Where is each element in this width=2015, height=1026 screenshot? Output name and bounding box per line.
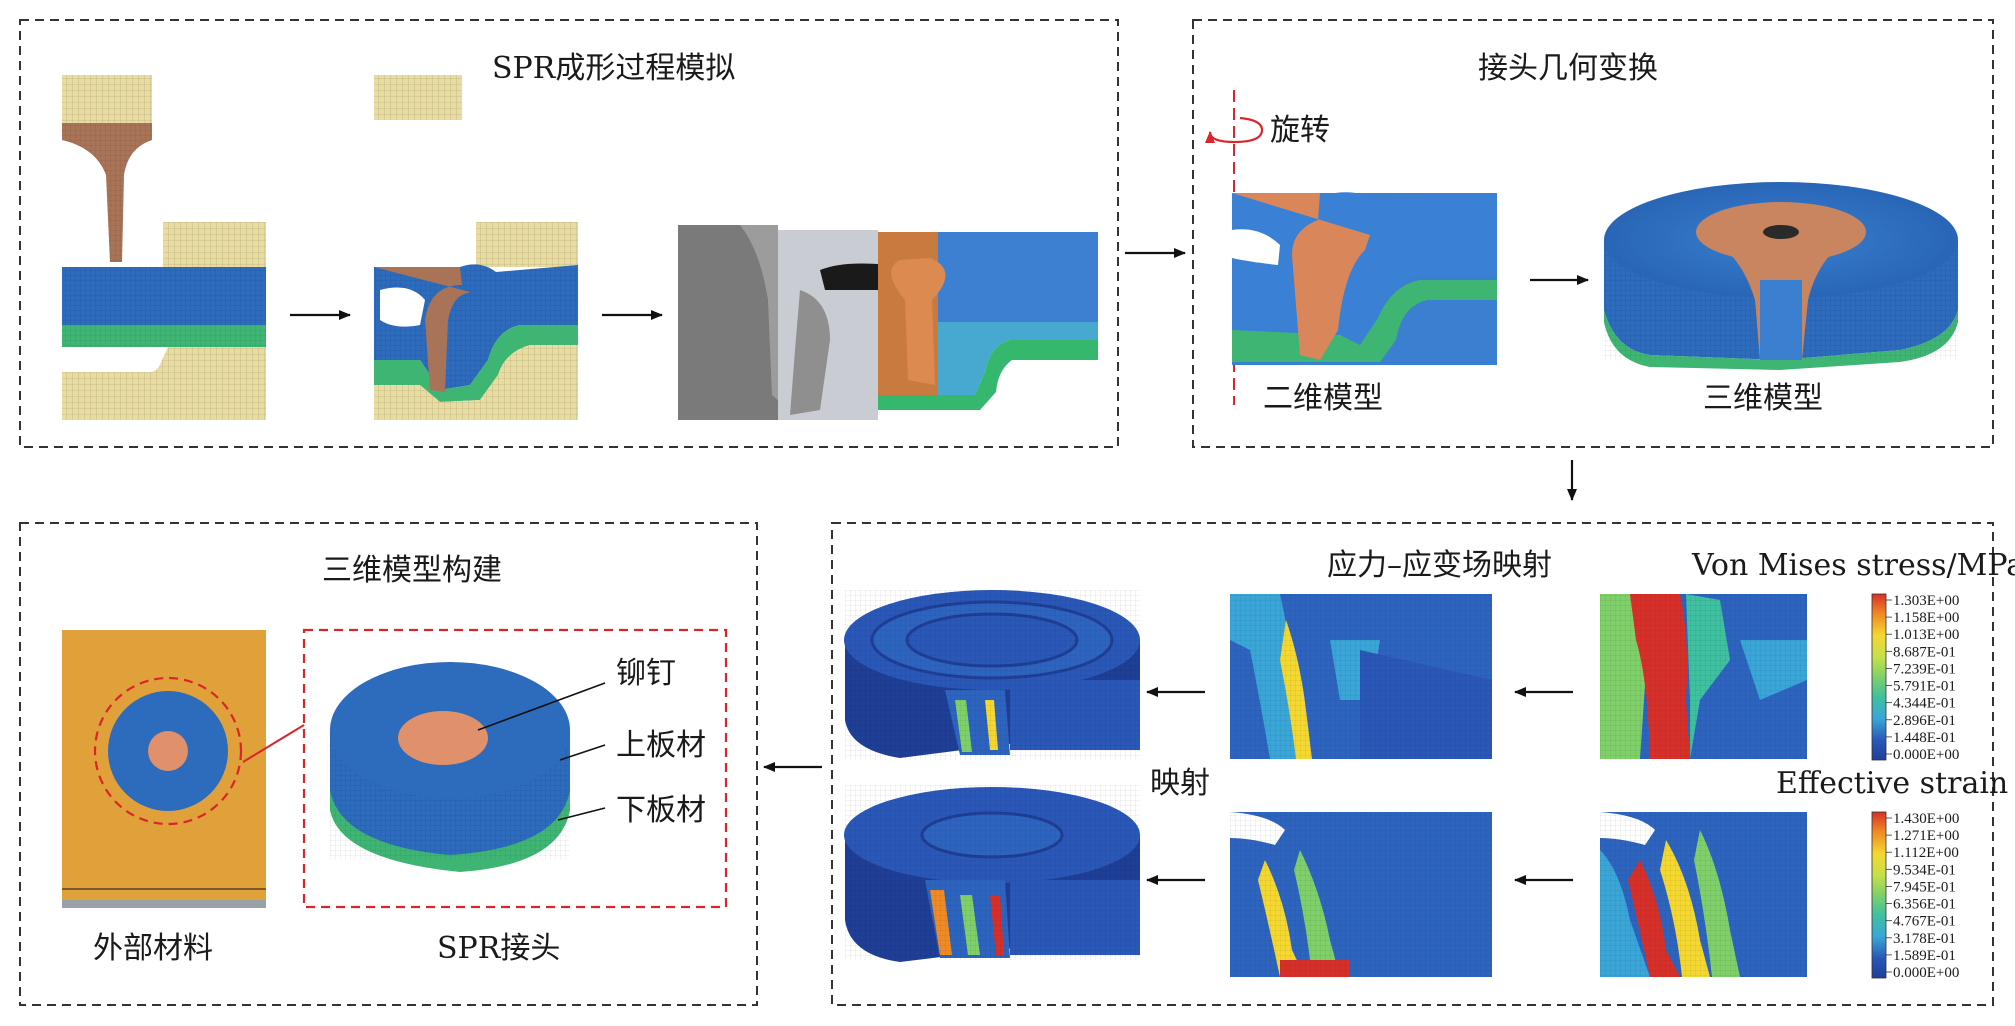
strain-colorbar-tick-label: 7.945E-01 bbox=[1893, 879, 1956, 895]
strain-colorbar-tick-label: 1.112E+00 bbox=[1893, 845, 1959, 861]
panel-mapping-border bbox=[831, 522, 1994, 1006]
stress-2d-mapped-contour bbox=[1230, 594, 1492, 759]
joint-zoom-box bbox=[302, 628, 728, 909]
panel-stress-strain-mapping: 应力–应变场映射 Von Mises stress/MPa Effective … bbox=[831, 522, 2015, 1006]
strain-3d-mapped-model bbox=[844, 785, 1140, 962]
forming-stage-piercing bbox=[374, 75, 578, 420]
stress-colorbar-tick-label: 1.013E+00 bbox=[1893, 627, 1959, 643]
stress-colorbar-tick-label: 5.791E-01 bbox=[1893, 679, 1956, 695]
zoom-connector bbox=[242, 724, 305, 763]
strain-colorbar-tick-label: 4.767E-01 bbox=[1893, 914, 1956, 930]
forming-stage-final-comparison bbox=[678, 225, 1098, 420]
panel-model-build-border bbox=[19, 522, 758, 1006]
strain-2d-mapped-contour bbox=[1230, 812, 1492, 977]
stress-colorbar-tick-label: 7.239E-01 bbox=[1893, 661, 1956, 677]
outer-material-label: 外部材料 bbox=[93, 931, 213, 966]
model-2d-graphic bbox=[1232, 192, 1497, 365]
stress-colorbar-tick-label: 1.448E-01 bbox=[1893, 730, 1956, 746]
strain-colorbar-tick-label: 3.178E-01 bbox=[1893, 931, 1956, 947]
panel-spr-forming: SPR成形过程模拟 bbox=[19, 19, 1119, 448]
stress-legend-title: Von Mises stress/MPa bbox=[1691, 548, 2015, 583]
stress-2d-source-contour bbox=[1600, 594, 1807, 759]
spr-joint-label: SPR接头 bbox=[437, 931, 560, 966]
lower-sheet-label: 下板材 bbox=[616, 793, 706, 828]
model-3d-label: 三维模型 bbox=[1703, 381, 1823, 416]
panel-model-build-title: 三维模型构建 bbox=[322, 553, 502, 588]
mapping-label: 映射 bbox=[1150, 766, 1210, 801]
panel-geometry-transform: 接头几何变换 旋转 二维模型 三维模型 bbox=[1192, 19, 1994, 448]
model-2d-label: 二维模型 bbox=[1263, 381, 1383, 416]
strain-colorbar-tick-label: 9.534E-01 bbox=[1893, 862, 1956, 878]
stress-colorbar-tick-label: 1.158E+00 bbox=[1893, 610, 1959, 626]
forming-stage-initial bbox=[62, 75, 266, 420]
upper-sheet-leader-line bbox=[559, 744, 606, 761]
strain-colorbar: 1.430E+001.271E+001.112E+009.534E-017.94… bbox=[1871, 811, 1959, 981]
stress-colorbar-tick-label: 4.344E-01 bbox=[1893, 696, 1956, 712]
stress-colorbar-tick-label: 0.000E+00 bbox=[1893, 747, 1959, 763]
rotation-arrow-icon bbox=[1205, 116, 1264, 144]
lower-sheet-leader-line bbox=[557, 807, 606, 821]
stress-3d-mapped-model bbox=[844, 590, 1140, 760]
strain-2d-source-contour bbox=[1600, 812, 1807, 977]
strain-legend-title: Effective strain bbox=[1776, 766, 2008, 801]
rivet-label: 铆钉 bbox=[616, 656, 676, 691]
stress-colorbar-tick-label: 1.303E+00 bbox=[1893, 593, 1959, 609]
stress-colorbar: 1.303E+001.158E+001.013E+008.687E-017.23… bbox=[1871, 593, 1959, 763]
panel-geometry-transform-border bbox=[1192, 19, 1994, 448]
spr-joint-graphic bbox=[330, 662, 570, 872]
model-3d-graphic bbox=[1604, 182, 1958, 370]
stress-colorbar-tick-label: 2.896E-01 bbox=[1893, 713, 1956, 729]
strain-colorbar-tick-label: 0.000E+00 bbox=[1893, 965, 1959, 981]
strain-colorbar-tick-label: 6.356E-01 bbox=[1893, 897, 1956, 913]
panel-model-build: 三维模型构建 外部材料 铆钉 上板材 下板材 SPR接头 bbox=[19, 522, 758, 1006]
upper-sheet-label: 上板材 bbox=[616, 728, 706, 763]
stress-colorbar-tick-label: 8.687E-01 bbox=[1893, 644, 1956, 660]
strain-colorbar-tick-label: 1.589E-01 bbox=[1893, 948, 1956, 964]
panel-spr-forming-title: SPR成形过程模拟 bbox=[492, 51, 735, 86]
panel-mapping-title: 应力–应变场映射 bbox=[1327, 548, 1552, 583]
strain-colorbar-tick-label: 1.271E+00 bbox=[1893, 828, 1959, 844]
panel-spr-forming-border bbox=[19, 19, 1119, 448]
panel-geometry-transform-title: 接头几何变换 bbox=[1478, 51, 1658, 86]
strain-colorbar-tick-label: 1.430E+00 bbox=[1893, 811, 1959, 827]
rotate-label: 旋转 bbox=[1270, 113, 1330, 148]
rivet-leader-line bbox=[477, 682, 606, 731]
outer-material-graphic bbox=[62, 630, 266, 908]
